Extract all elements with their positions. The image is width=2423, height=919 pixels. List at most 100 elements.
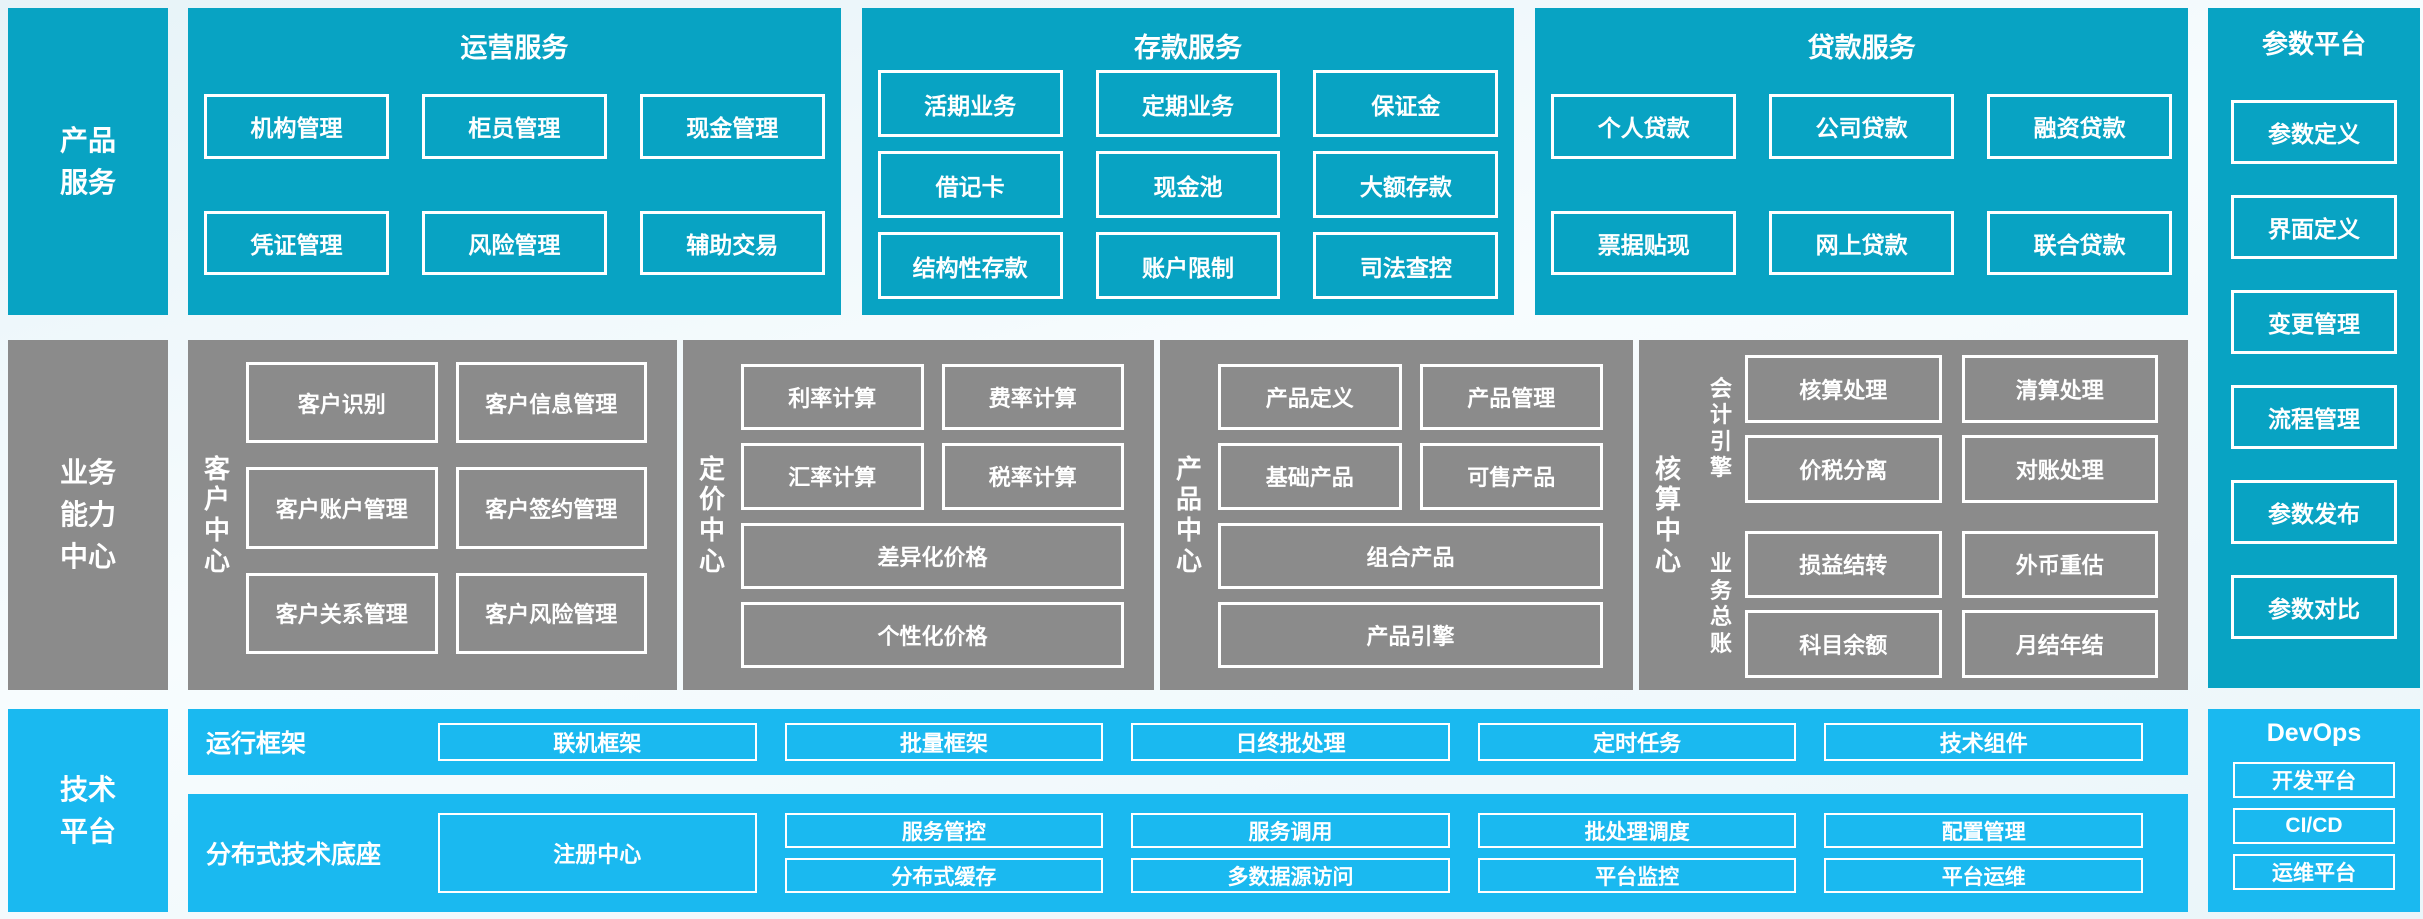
diagram-box: 个性化价格 (741, 601, 1124, 668)
diagram-box: 参数发布 (2231, 480, 2397, 544)
diagram-box: 费率计算 (941, 364, 1124, 431)
panel-product-center: 产 品 中 心 产品定义 产品管理 基础产品 可售产品 组合产品 产品引擎 (1160, 340, 1633, 690)
diagram-box: 风险管理 (421, 210, 607, 275)
diagram-box: 公司贷款 (1769, 94, 1955, 159)
diagram-box: 流程管理 (2231, 385, 2397, 449)
diagram-box: 批处理调度 (1477, 813, 1797, 848)
diagram-box: 平台监控 (1477, 858, 1797, 893)
diagram-box: 联合贷款 (1987, 210, 2173, 275)
diagram-box: 变更管理 (2231, 290, 2397, 354)
diagram-box: 借记卡 (877, 151, 1063, 218)
diagram-box: 税率计算 (941, 443, 1124, 510)
diagram-box: 客户风险管理 (455, 572, 647, 654)
diagram-box: 凭证管理 (204, 210, 389, 275)
panel-loan-services: 贷款服务 个人贷款 公司贷款 融资贷款 票据贴现 网上贷款 联合贷款 (1535, 8, 2189, 315)
band-distributed-base: 分布式技术底座 注册中心 服务管控 分布式缓存 服务调用 多数据源访问 批处理调… (188, 794, 2188, 912)
accounting-center-content: 会 计 引 擎 核算处理 清算处理 价税分离 对账处理 业 务 总 账 损益结转… (1697, 355, 2158, 678)
diagram-box: 票据贴现 (1551, 210, 1737, 275)
diagram-box: 参数对比 (2231, 575, 2397, 639)
devops-boxes: 开发平台 CI/CD 运维平台 (2208, 748, 2420, 912)
diagram-box: 客户关系管理 (246, 572, 438, 654)
vertical-label: 客 户 中 心 (203, 453, 230, 576)
business-ledger-group: 业 务 总 账 损益结转 外币重估 科目余额 月结年结 (1697, 530, 2158, 678)
operation-services-grid: 机构管理 柜员管理 现金管理 凭证管理 风险管理 辅助交易 (204, 94, 825, 275)
runtime-framework-boxes: 联机框架 批量框架 日终批处理 定时任务 技术组件 (438, 709, 2143, 775)
diagram-box: 汇率计算 (741, 443, 924, 510)
diagram-box: 产品引擎 (1218, 601, 1603, 668)
diagram-box: 大额存款 (1313, 151, 1499, 218)
diagram-box: 产品管理 (1419, 364, 1603, 431)
band-label: 分布式技术底座 (206, 841, 382, 869)
vertical-label: 业 务 总 账 (1709, 551, 1732, 656)
diagram-box: 柜员管理 (421, 94, 607, 159)
parameter-platform-boxes: 参数定义 界面定义 变更管理 流程管理 参数发布 参数对比 (2208, 61, 2420, 688)
accounting-engine-grid: 核算处理 清算处理 价税分离 对账处理 (1745, 355, 2158, 503)
diagram-box: 基础产品 (1218, 443, 1402, 510)
diagram-box: 技术组件 (1824, 723, 2143, 761)
pricing-center-grid: 利率计算 费率计算 汇率计算 税率计算 差异化价格 个性化价格 (741, 364, 1124, 668)
diagram-box: 客户账户管理 (246, 467, 438, 549)
diagram-box: 服务管控 (784, 813, 1104, 848)
panel-title: DevOps (2266, 719, 2362, 747)
diagram-box: 注册中心 (438, 813, 757, 893)
vertical-label: 定 价 中 心 (698, 453, 725, 576)
panel-title: 参数平台 (2261, 29, 2366, 59)
diagram-box: 客户签约管理 (455, 467, 647, 549)
vertical-label: 会 计 引 擎 (1709, 375, 1732, 481)
diagram-box: 司法查控 (1313, 232, 1499, 299)
diagram-box: 外币重估 (1961, 530, 2158, 599)
band-runtime-framework: 运行框架 联机框架 批量框架 日终批处理 定时任务 技术组件 (188, 709, 2188, 775)
diagram-box: 现金池 (1095, 151, 1281, 218)
diagram-box: 日终批处理 (1131, 723, 1450, 761)
diagram-box: 差异化价格 (741, 522, 1124, 589)
panel-operation-services: 运营服务 机构管理 柜员管理 现金管理 凭证管理 风险管理 辅助交易 (188, 8, 841, 315)
diagram-box: 运维平台 (2233, 854, 2395, 890)
diagram-box: 损益结转 (1745, 530, 1942, 599)
customer-center-grid: 客户识别 客户信息管理 客户账户管理 客户签约管理 客户关系管理 客户风险管理 (246, 362, 647, 654)
distributed-column: 配置管理 平台运维 (1824, 813, 2143, 893)
diagram-box: 对账处理 (1961, 434, 2158, 503)
panel-title: 存款服务 (1134, 33, 1242, 63)
sidebar-technology-platform: 技术 平台 (8, 709, 168, 912)
diagram-box: 清算处理 (1961, 355, 2158, 423)
diagram-box: 定时任务 (1477, 723, 1797, 761)
diagram-box: 融资贷款 (1987, 94, 2173, 159)
diagram-box: 月结年结 (1961, 610, 2158, 678)
diagram-box: 客户识别 (246, 362, 438, 444)
panel-pricing-center: 定 价 中 心 利率计算 费率计算 汇率计算 税率计算 差异化价格 个性化价格 (683, 340, 1154, 690)
distributed-base-boxes: 注册中心 服务管控 分布式缓存 服务调用 多数据源访问 批处理调度 平台监控 配… (438, 794, 2143, 912)
diagram-box: 价税分离 (1745, 434, 1942, 503)
diagram-box: 活期业务 (877, 70, 1063, 137)
distributed-column: 批处理调度 平台监控 (1477, 813, 1797, 893)
accounting-engine-group: 会 计 引 擎 核算处理 清算处理 价税分离 对账处理 (1697, 355, 2158, 503)
distributed-column: 服务调用 多数据源访问 (1131, 813, 1450, 893)
panel-customer-center: 客 户 中 心 客户识别 客户信息管理 客户账户管理 客户签约管理 客户关系管理… (188, 340, 677, 690)
diagram-box: 结构性存款 (877, 232, 1063, 299)
distributed-column: 服务管控 分布式缓存 (784, 813, 1104, 893)
vertical-label: 产 品 中 心 (1175, 453, 1202, 576)
diagram-box: 开发平台 (2233, 762, 2395, 798)
diagram-box: 多数据源访问 (1131, 858, 1450, 893)
diagram-box: 网上贷款 (1769, 210, 1955, 275)
diagram-box: 保证金 (1313, 70, 1499, 137)
diagram-box: 平台运维 (1824, 858, 2143, 893)
panel-title: 贷款服务 (1807, 33, 1916, 63)
diagram-box: 个人贷款 (1551, 94, 1737, 159)
diagram-box: 可售产品 (1419, 443, 1603, 510)
diagram-box: 客户信息管理 (455, 362, 647, 444)
diagram-box: 现金管理 (639, 94, 825, 159)
business-ledger-grid: 损益结转 外币重估 科目余额 月结年结 (1745, 530, 2158, 678)
vertical-label: 核 算 中 心 (1654, 453, 1681, 576)
diagram-box: 核算处理 (1745, 355, 1942, 423)
loan-services-grid: 个人贷款 公司贷款 融资贷款 票据贴现 网上贷款 联合贷款 (1551, 94, 2173, 275)
sidebar-product-services: 产品 服务 (8, 8, 168, 315)
band-label: 运行框架 (206, 730, 307, 758)
diagram-box: 账户限制 (1095, 232, 1281, 299)
product-center-grid: 产品定义 产品管理 基础产品 可售产品 组合产品 产品引擎 (1218, 364, 1603, 668)
panel-accounting-center: 核 算 中 心 会 计 引 擎 核算处理 清算处理 价税分离 对账处理 业 务 … (1639, 340, 2188, 690)
diagram-box: 定期业务 (1095, 70, 1281, 137)
diagram-box: 组合产品 (1218, 522, 1603, 589)
diagram-box: CI/CD (2233, 808, 2395, 844)
sidebar-business-capability-center: 业务 能力 中心 (8, 340, 168, 690)
